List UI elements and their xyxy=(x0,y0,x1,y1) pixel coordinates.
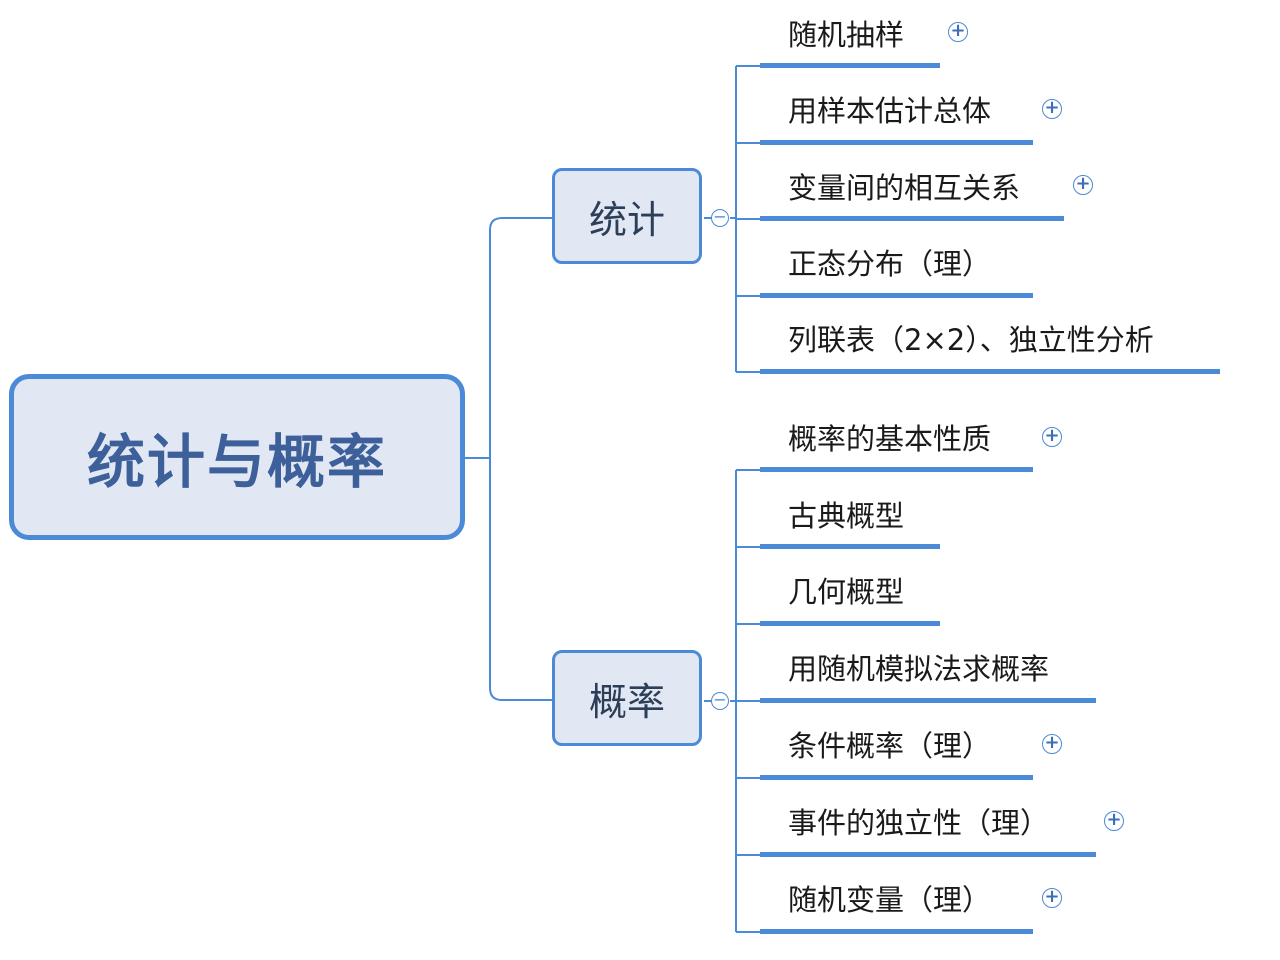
leaf-underline xyxy=(760,369,1220,374)
leaf-underline xyxy=(760,293,1033,298)
plus-circle-icon[interactable]: + xyxy=(1042,427,1062,447)
leaf-node[interactable]: 概率的基本性质 xyxy=(788,422,992,456)
leaf-node[interactable]: 用随机模拟法求概率 xyxy=(788,652,1050,686)
minus-circle-icon[interactable]: − xyxy=(711,209,729,227)
leaf-node[interactable]: 用样本估计总体 xyxy=(788,94,992,128)
leaf-node[interactable]: 随机变量（理） xyxy=(788,883,992,917)
leaf-underline xyxy=(760,63,940,68)
leaf-node[interactable]: 几何概型 xyxy=(788,575,905,609)
leaf-underline xyxy=(760,698,1096,703)
leaf-node[interactable]: 古典概型 xyxy=(788,499,905,533)
plus-circle-icon[interactable]: + xyxy=(1042,888,1062,908)
plus-circle-icon[interactable]: + xyxy=(948,22,968,42)
leaf-underline xyxy=(760,140,1033,145)
leaf-underline xyxy=(760,467,1033,472)
branch-node-probability[interactable]: 概率 xyxy=(552,650,702,746)
leaf-underline xyxy=(760,852,1096,857)
root-label: 统计与概率 xyxy=(86,428,387,496)
plus-circle-icon[interactable]: + xyxy=(1042,734,1062,754)
leaf-node[interactable]: 列联表（2×2）、独立性分析 xyxy=(788,323,1154,357)
leaf-node[interactable]: 变量间的相互关系 xyxy=(788,171,1021,205)
leaf-underline xyxy=(760,544,940,549)
leaf-underline xyxy=(760,775,1033,780)
leaf-underline xyxy=(760,621,940,626)
branch-label: 统计 xyxy=(588,197,665,242)
leaf-node[interactable]: 条件概率（理） xyxy=(788,729,992,763)
minus-circle-icon[interactable]: − xyxy=(711,692,729,710)
leaf-node[interactable]: 随机抽样 xyxy=(788,18,905,52)
spine-line xyxy=(489,217,552,701)
plus-circle-icon[interactable]: + xyxy=(1042,99,1062,119)
root-node[interactable]: 统计与概率 xyxy=(9,374,465,540)
leaf-underline xyxy=(760,216,1064,221)
leaf-node[interactable]: 事件的独立性（理） xyxy=(788,806,1050,840)
branch-node-statistics[interactable]: 统计 xyxy=(552,168,702,264)
plus-circle-icon[interactable]: + xyxy=(1104,811,1124,831)
leaf-underline xyxy=(760,929,1033,934)
plus-circle-icon[interactable]: + xyxy=(1073,175,1093,195)
branch-label: 概率 xyxy=(588,679,665,724)
leaf-node[interactable]: 正态分布（理） xyxy=(788,247,992,281)
